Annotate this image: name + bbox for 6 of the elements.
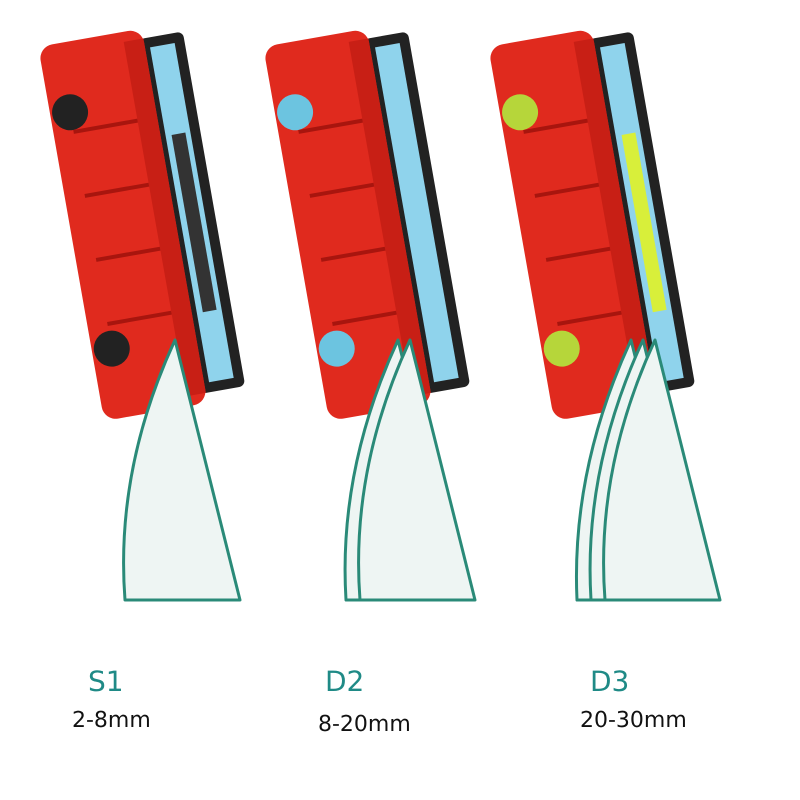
thickness-range: 8-20mm [318,712,411,737]
thickness-range: 20-30mm [580,708,687,733]
model-code: D3 [590,665,630,698]
thickness-range: 2-8mm [72,708,151,733]
model-code: D2 [325,665,364,698]
model-code: S1 [88,665,124,698]
